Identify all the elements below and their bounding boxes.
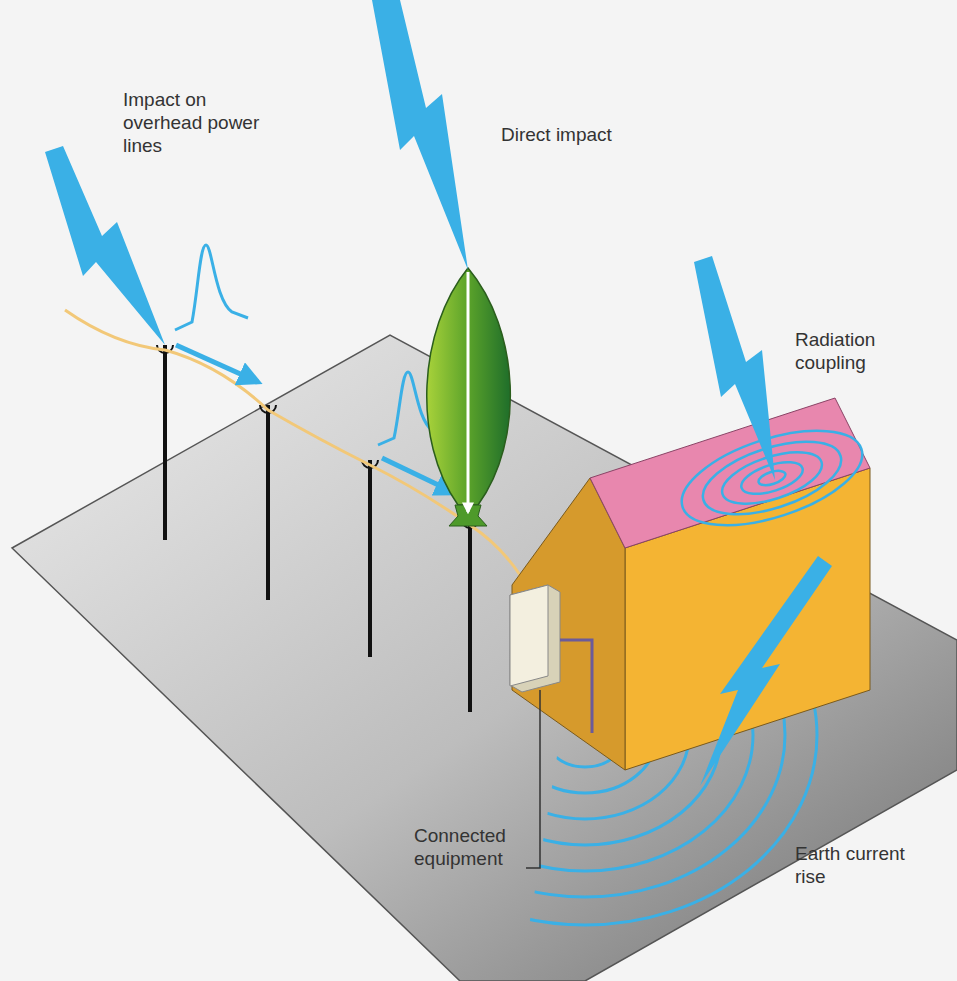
callout-label: Impact on overhead power lines xyxy=(123,88,273,157)
surge-arrow xyxy=(176,345,258,382)
equipment-box xyxy=(510,585,560,692)
equipment-box-front xyxy=(510,585,548,686)
callout-label: Radiation coupling xyxy=(795,328,925,374)
ground-wire xyxy=(560,640,592,733)
leader-line xyxy=(526,690,540,868)
radiation-ripples xyxy=(671,412,874,544)
callout-label: Connected equipment xyxy=(414,824,522,870)
callout-label: Direct impact xyxy=(501,123,661,146)
current-path xyxy=(467,272,470,512)
surge-pulse xyxy=(175,245,248,330)
callout-label: Earth current rise xyxy=(795,842,925,888)
lightning-bolts xyxy=(45,0,832,786)
power-poles xyxy=(165,345,470,712)
